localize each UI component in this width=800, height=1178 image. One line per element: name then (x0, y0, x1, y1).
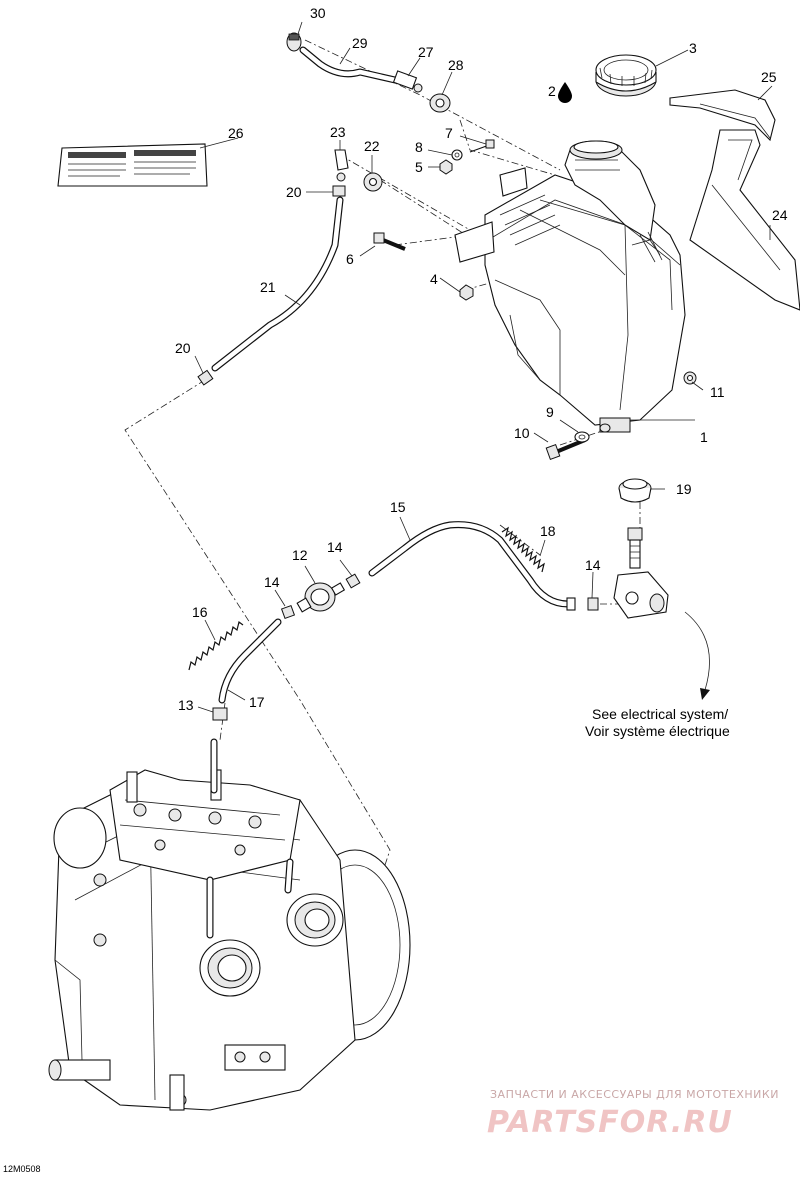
note-line-1: See electrical system/ (592, 706, 728, 722)
callout-8: 8 (415, 139, 423, 155)
nut-11 (683, 371, 697, 385)
washer-8 (451, 149, 463, 161)
callout-28: 28 (448, 57, 464, 73)
callout-12: 12 (292, 547, 308, 563)
callout-10: 10 (514, 425, 530, 441)
tank-cap (595, 54, 657, 97)
callout-21: 21 (260, 279, 276, 295)
oil-tank (454, 140, 686, 433)
callout-11: 11 (710, 384, 725, 400)
nut-5 (439, 159, 453, 175)
warning-label-decal (57, 143, 208, 187)
note-line-2: Voir système électrique (585, 723, 730, 739)
watermark-tagline: ЗАПЧАСТИ И АКСЕССУАРЫ ДЛЯ МОТОТЕХНИКИ (490, 1088, 779, 1101)
callout-20-bottom: 20 (175, 340, 191, 356)
callout-14-right: 14 (585, 557, 601, 573)
spring-16 (188, 620, 244, 671)
oil-drop-icon (558, 82, 572, 103)
clamp-20-bottom (197, 369, 214, 386)
bolt-7 (469, 139, 495, 153)
callout-14-left: 14 (264, 574, 280, 590)
drawing-code: 12M0508 (3, 1164, 41, 1174)
clamp-14-mid (345, 573, 361, 589)
spring-18 (501, 526, 545, 573)
oil-hose-15 (368, 521, 576, 611)
callout-7: 7 (445, 125, 453, 141)
callout-23: 23 (330, 124, 346, 140)
vent-check-valve (286, 32, 302, 52)
callout-5: 5 (415, 159, 423, 175)
callout-29: 29 (352, 35, 368, 51)
bolt-6 (373, 232, 406, 251)
callout-13: 13 (178, 697, 194, 713)
callout-26: 26 (228, 125, 244, 141)
vent-hose (299, 46, 399, 84)
callout-22: 22 (364, 138, 380, 154)
callout-4: 4 (430, 271, 438, 287)
callout-30: 30 (310, 5, 326, 21)
callouts: 30 29 27 28 3 2 25 26 23 22 7 8 5 20 24 … (175, 5, 788, 713)
callout-15: 15 (390, 499, 406, 515)
nut-4 (459, 284, 474, 301)
leader-lines (194, 21, 773, 713)
callout-14-mid: 14 (327, 539, 343, 555)
nut-9b (599, 423, 611, 433)
oil-level-sensor (613, 527, 669, 619)
watermark: ЗАПЧАСТИ И АКСЕССУАРЫ ДЛЯ МОТОТЕХНИКИ PA… (487, 1088, 779, 1140)
washer-9 (574, 431, 590, 443)
hose-21 (211, 196, 344, 372)
callout-1: 1 (700, 429, 708, 445)
watermark-logo: PARTSFOR.RU (487, 1105, 733, 1140)
callout-24: 24 (772, 207, 788, 223)
callout-20-top: 20 (286, 184, 302, 200)
foam-pad-25 (669, 89, 776, 142)
callout-27: 27 (418, 44, 434, 60)
callout-18: 18 (540, 523, 556, 539)
callout-17: 17 (249, 694, 265, 710)
callout-25: 25 (761, 69, 777, 85)
callout-9: 9 (546, 404, 554, 420)
callout-3: 3 (689, 40, 697, 56)
callout-6: 6 (346, 251, 354, 267)
callout-2: 2 (548, 83, 556, 99)
inline-filter (296, 582, 346, 613)
clamp-14-right (587, 597, 599, 611)
grommet-22 (363, 172, 383, 192)
electrical-note: See electrical system/ Voir système élec… (585, 706, 730, 739)
grommet-19 (618, 478, 652, 503)
clamp-13 (212, 707, 228, 721)
elbow-fitting-23 (334, 149, 349, 182)
electrical-arrow (684, 611, 710, 700)
clamp-20-top (332, 185, 346, 197)
engine-assembly (48, 738, 411, 1111)
oil-hose-17 (218, 618, 282, 704)
clamp-14-left (280, 604, 296, 620)
protector-24 (689, 129, 800, 311)
callout-16: 16 (192, 604, 208, 620)
grommet (429, 93, 451, 113)
callout-19: 19 (676, 481, 692, 497)
vent-fitting (392, 70, 423, 93)
